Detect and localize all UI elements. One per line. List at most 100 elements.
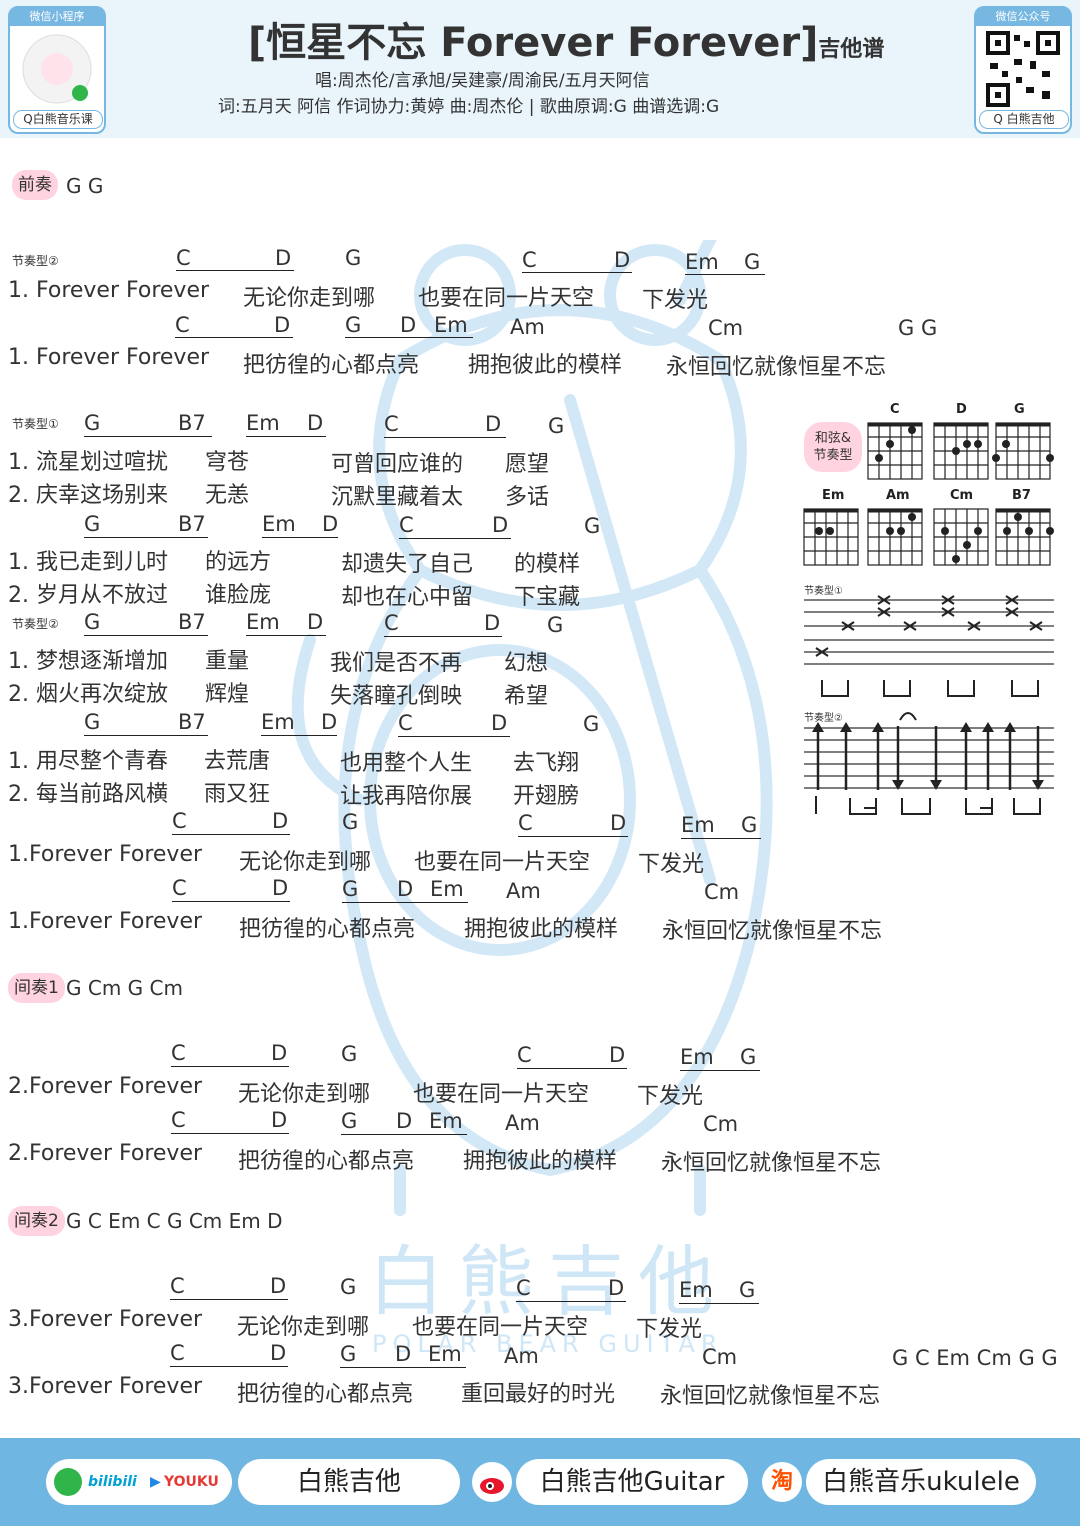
chord-label: G — [84, 411, 101, 435]
lyric-line: 永恒回忆就像恒星不忘 — [666, 355, 887, 380]
chord-label: C — [516, 1276, 531, 1300]
mini-program-code-icon — [22, 34, 92, 104]
chord-label: Am — [506, 879, 541, 903]
lyric-line: 让我再陪你展 — [340, 784, 473, 809]
chord-label: G — [84, 710, 101, 734]
chord-label: Em — [430, 877, 464, 901]
chord-underline — [399, 538, 511, 539]
watermark-brand-en: POLAR BEAR GUITAR — [372, 1330, 724, 1358]
chord-label: B7 — [178, 710, 206, 734]
title-suffix: 吉他谱 — [818, 37, 885, 62]
chord-underline — [681, 838, 761, 839]
weibo-icon[interactable] — [472, 1462, 512, 1502]
lyric-line: 愿望 — [505, 452, 550, 477]
chord-label: D — [274, 313, 291, 337]
chord-label: Em — [262, 512, 296, 536]
lyric-line: 的远方 — [205, 550, 272, 575]
lyric-line: 谁脸庞 — [205, 583, 272, 608]
chord-label: Em — [261, 710, 295, 734]
chord-label: Em — [685, 250, 719, 274]
chord-underline — [246, 436, 326, 437]
chord-label: G — [345, 246, 362, 270]
chord-label: D — [609, 1043, 626, 1067]
chord-underline — [384, 636, 502, 637]
chord-label: D — [484, 611, 501, 635]
polar-bear-watermark-icon — [291, 240, 773, 1216]
chord-label: Em — [246, 411, 280, 435]
chord-label: Em — [681, 813, 715, 837]
chord-underline — [679, 1303, 759, 1304]
chord-label: D — [614, 248, 631, 272]
mini-program-badge[interactable]: 微信小程序 Q白熊音乐课 — [8, 6, 106, 134]
lyric-line: 可曾回应谁的 — [331, 452, 464, 477]
chord-underline — [84, 635, 208, 636]
chord-label: G — [341, 1109, 358, 1133]
lyric-line: 去飞翔 — [513, 751, 580, 776]
wechat-icon — [54, 1468, 82, 1496]
chord-label: D — [307, 610, 324, 634]
outro-chords: G C Em Cm G G — [892, 1346, 1058, 1370]
lyric-line: 永恒回忆就像恒星不忘 — [661, 1151, 882, 1176]
chord-label: C — [384, 412, 399, 436]
chord-underline — [170, 1299, 288, 1300]
chord-label: G — [744, 250, 761, 274]
brand-pill-guitar[interactable]: 白熊吉他Guitar — [516, 1459, 748, 1505]
chord-label: D — [272, 876, 289, 900]
chord-label: D — [610, 811, 627, 835]
chord-label: C — [172, 809, 187, 833]
chord-label: C — [170, 1274, 185, 1298]
lyric-line: 下发光 — [637, 1084, 704, 1109]
brand-pill-baixiong[interactable]: 白熊吉他 — [238, 1459, 460, 1505]
badge-caption: 微信小程序 — [10, 8, 104, 26]
chord-label: C — [399, 513, 414, 537]
lyric-line: 1. Forever Forever — [8, 278, 210, 303]
chord-underline — [340, 1367, 466, 1368]
chord-label: Cm — [708, 316, 744, 340]
lyric-line: 沉默里藏着太 — [331, 485, 464, 510]
chord-underline — [175, 337, 293, 338]
chord-label: C — [172, 876, 187, 900]
lyric-line: 雨又狂 — [204, 782, 271, 807]
chord-label: C — [171, 1108, 186, 1132]
chord-underline — [342, 902, 468, 903]
chord-label: D — [322, 512, 339, 536]
rhythm-pattern-label: 节奏型② — [804, 713, 843, 724]
taobao-icon[interactable]: 淘 — [762, 1462, 802, 1502]
chord-label: C — [384, 611, 399, 635]
lyric-line: 2.Forever Forever — [8, 1141, 203, 1166]
section-tag-interlude1: 间奏1 — [8, 973, 65, 1003]
chord-diagram-label: C — [890, 402, 900, 417]
lyric-line: 也要在同一片天空 — [413, 1082, 590, 1107]
chord-label: G — [547, 613, 564, 637]
section-tag-interlude2: 间奏2 — [8, 1206, 65, 1236]
lyric-line: 下发光 — [638, 852, 705, 877]
chord-diagram-label: G — [1014, 402, 1025, 417]
video-platforms-pill[interactable]: bilibili ▶ YOUKU — [46, 1459, 232, 1505]
section-tag-intro: 前奏 — [12, 170, 58, 200]
lyric-line: 1. 我已走到儿时 — [8, 550, 168, 575]
chord-label: B7 — [178, 610, 206, 634]
brand-pill-ukulele[interactable]: 白熊音乐ukulele — [806, 1459, 1036, 1505]
lyric-line: 无论你走到哪 — [239, 850, 372, 875]
chord-label: B7 — [178, 411, 206, 435]
lyric-line: 无论你走到哪 — [243, 286, 376, 311]
lyric-line: 无论你走到哪 — [237, 1315, 370, 1340]
lyric-line: 1. 用尽整个青春 — [8, 749, 168, 774]
chord-label: G — [342, 877, 359, 901]
lyric-line: 我们是否不再 — [330, 651, 463, 676]
chord-label: Cm — [704, 880, 740, 904]
chord-label: D — [271, 1108, 288, 1132]
chord-underline — [516, 1301, 626, 1302]
chord-label: Am — [510, 315, 545, 339]
chord-underline — [517, 1068, 627, 1069]
lyric-line: 的模样 — [514, 552, 581, 577]
singers-line: 唱:周杰伦/言承旭/吴建豪/周渝民/五月天阿信 — [315, 71, 650, 91]
wechat-account-badge[interactable]: 微信公众号 Q 白熊吉他 — [974, 6, 1072, 134]
lyric-line: 重回最好的时光 — [461, 1382, 616, 1407]
chord-label: G — [340, 1275, 357, 1299]
chord-label: G — [548, 414, 565, 438]
lyric-line: 3.Forever Forever — [8, 1374, 203, 1399]
chord-label: Am — [505, 1111, 540, 1135]
chord-label: D — [492, 513, 509, 537]
badge-search-label: Q 白熊吉他 — [979, 110, 1069, 129]
